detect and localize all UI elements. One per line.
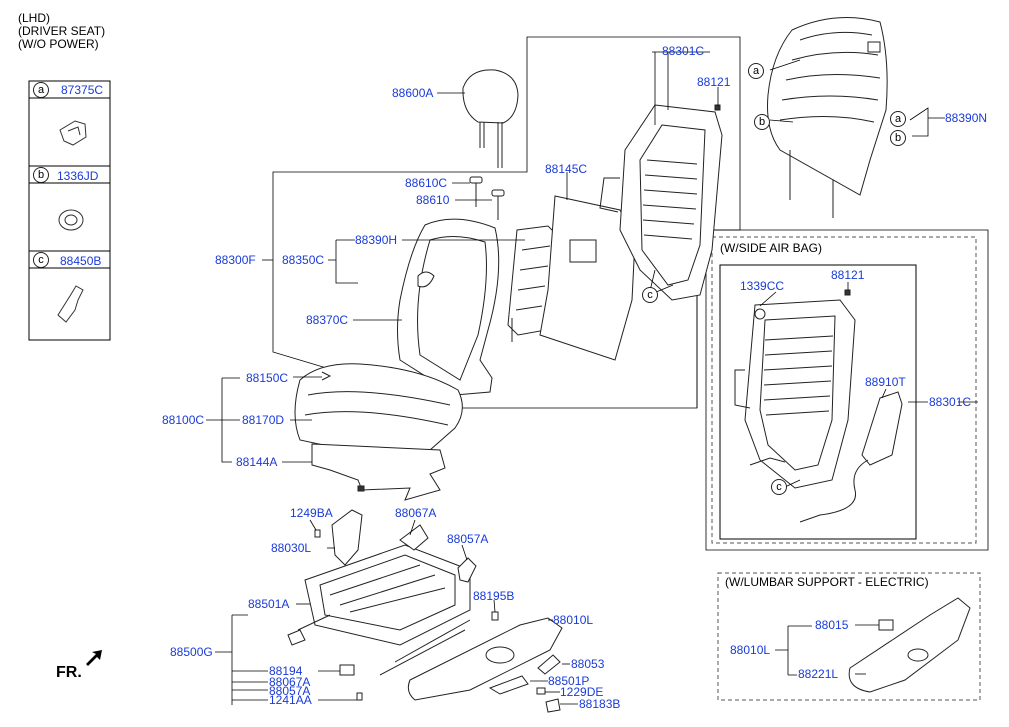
part-88010l-lumbar[interactable]: 88010L [730,643,771,657]
side-airbag-module-drawing [749,391,903,523]
seat-back-cover-drawing [397,218,500,396]
part-88057a-top[interactable]: 88057A [447,532,489,546]
callout-c-airbag: c [771,479,787,495]
part-88144a[interactable]: 88144A [236,455,278,469]
part-88121-top[interactable]: 88121 [697,75,731,89]
part-88150c[interactable]: 88150C [246,371,289,385]
part-88501p[interactable]: 88501P [548,674,590,688]
legend-part-1336jd[interactable]: 1336JD [57,169,99,183]
header-without-power: (W/O POWER) [18,37,99,51]
header-lhd: (LHD) [18,11,50,25]
part-88390n[interactable]: 88390N [945,111,988,125]
part-88030l[interactable]: 88030L [271,541,312,555]
legend-table [28,80,111,341]
part-88053[interactable]: 88053 [571,657,605,671]
part-88300f[interactable]: 88300F [215,253,256,267]
part-1339cc[interactable]: 1339CC [740,279,785,293]
airbag-frame-drawing [734,289,856,489]
seat-back-board-drawing [539,195,636,361]
part-88067a-bottom[interactable]: 88067A [269,675,311,689]
part-88195b[interactable]: 88195B [473,589,515,603]
part-1229de[interactable]: 1229DE [560,685,604,699]
part-88057a-bottom[interactable]: 88057A [269,684,311,698]
clip-87375c-icon [59,120,87,146]
lumbar-side-shield-drawing [848,597,971,693]
section-side-air-bag: (W/SIDE AIR BAG) [718,241,825,255]
part-88501a[interactable]: 88501A [248,597,290,611]
header-driver-seat: (DRIVER SEAT) [18,24,106,38]
part-88350c[interactable]: 88350C [282,253,325,267]
part-88600a[interactable]: 88600A [392,86,434,100]
part-88370c[interactable]: 88370C [306,313,349,327]
part-88015[interactable]: 88015 [815,618,849,632]
headrest-guides-drawing [469,176,505,220]
part-88100c[interactable]: 88100C [162,413,205,427]
seat-cushion-drawing [294,363,463,456]
section-lumbar-support: (W/LUMBAR SUPPORT - ELECTRIC) [723,575,931,589]
part-88010l[interactable]: 88010L [553,613,594,627]
part-88221l[interactable]: 88221L [798,667,839,681]
seat-track-frame-drawing [287,544,471,676]
small-parts-drawing [314,509,561,713]
part-88067a-top[interactable]: 88067A [395,506,437,520]
legend-part-88450b[interactable]: 88450B [60,254,102,268]
part-88194[interactable]: 88194 [269,664,303,678]
part-88301c-top[interactable]: 88301C [662,44,705,58]
part-88170d[interactable]: 88170D [242,413,285,427]
clip-88450b-icon [57,285,84,323]
front-direction-label: FR. [56,664,82,681]
leader-lines [206,51,978,705]
legend-letter-b: b [33,167,49,183]
seat-back-frame-drawing [599,104,723,301]
callout-a-88390n: a [890,111,906,127]
legend-letter-a: a [33,82,49,98]
lumbar-dashed-box [717,572,981,701]
side-airbag-dashed-box [711,236,977,544]
callout-c-frame: c [642,287,658,303]
callout-b-cover: b [754,114,770,130]
part-88183b[interactable]: 88183B [579,697,621,711]
callout-b-88390n: b [890,130,906,146]
legend-letter-c: c [33,252,49,268]
legend-part-87375c[interactable]: 87375C [61,83,104,97]
headrest-drawing [462,69,519,168]
part-88910t[interactable]: 88910T [865,375,906,389]
part-88390h[interactable]: 88390H [355,233,398,247]
front-direction-arrow-icon [86,650,102,666]
grommet-1336jd-icon [58,209,84,231]
side-shield-drawing [407,617,563,701]
part-88610[interactable]: 88610 [416,193,450,207]
part-88500g[interactable]: 88500G [170,645,213,659]
part-88121-airbag[interactable]: 88121 [831,268,865,282]
rear-back-cover-drawing [767,17,888,218]
part-88145c[interactable]: 88145C [545,162,588,176]
callout-a-cover: a [748,63,764,79]
seat-cushion-pad-drawing [311,443,446,501]
part-88610c[interactable]: 88610C [405,176,448,190]
part-88301c-airbag[interactable]: 88301C [929,395,972,409]
part-1241aa[interactable]: 1241AA [269,693,312,707]
part-1249ba[interactable]: 1249BA [290,506,333,520]
